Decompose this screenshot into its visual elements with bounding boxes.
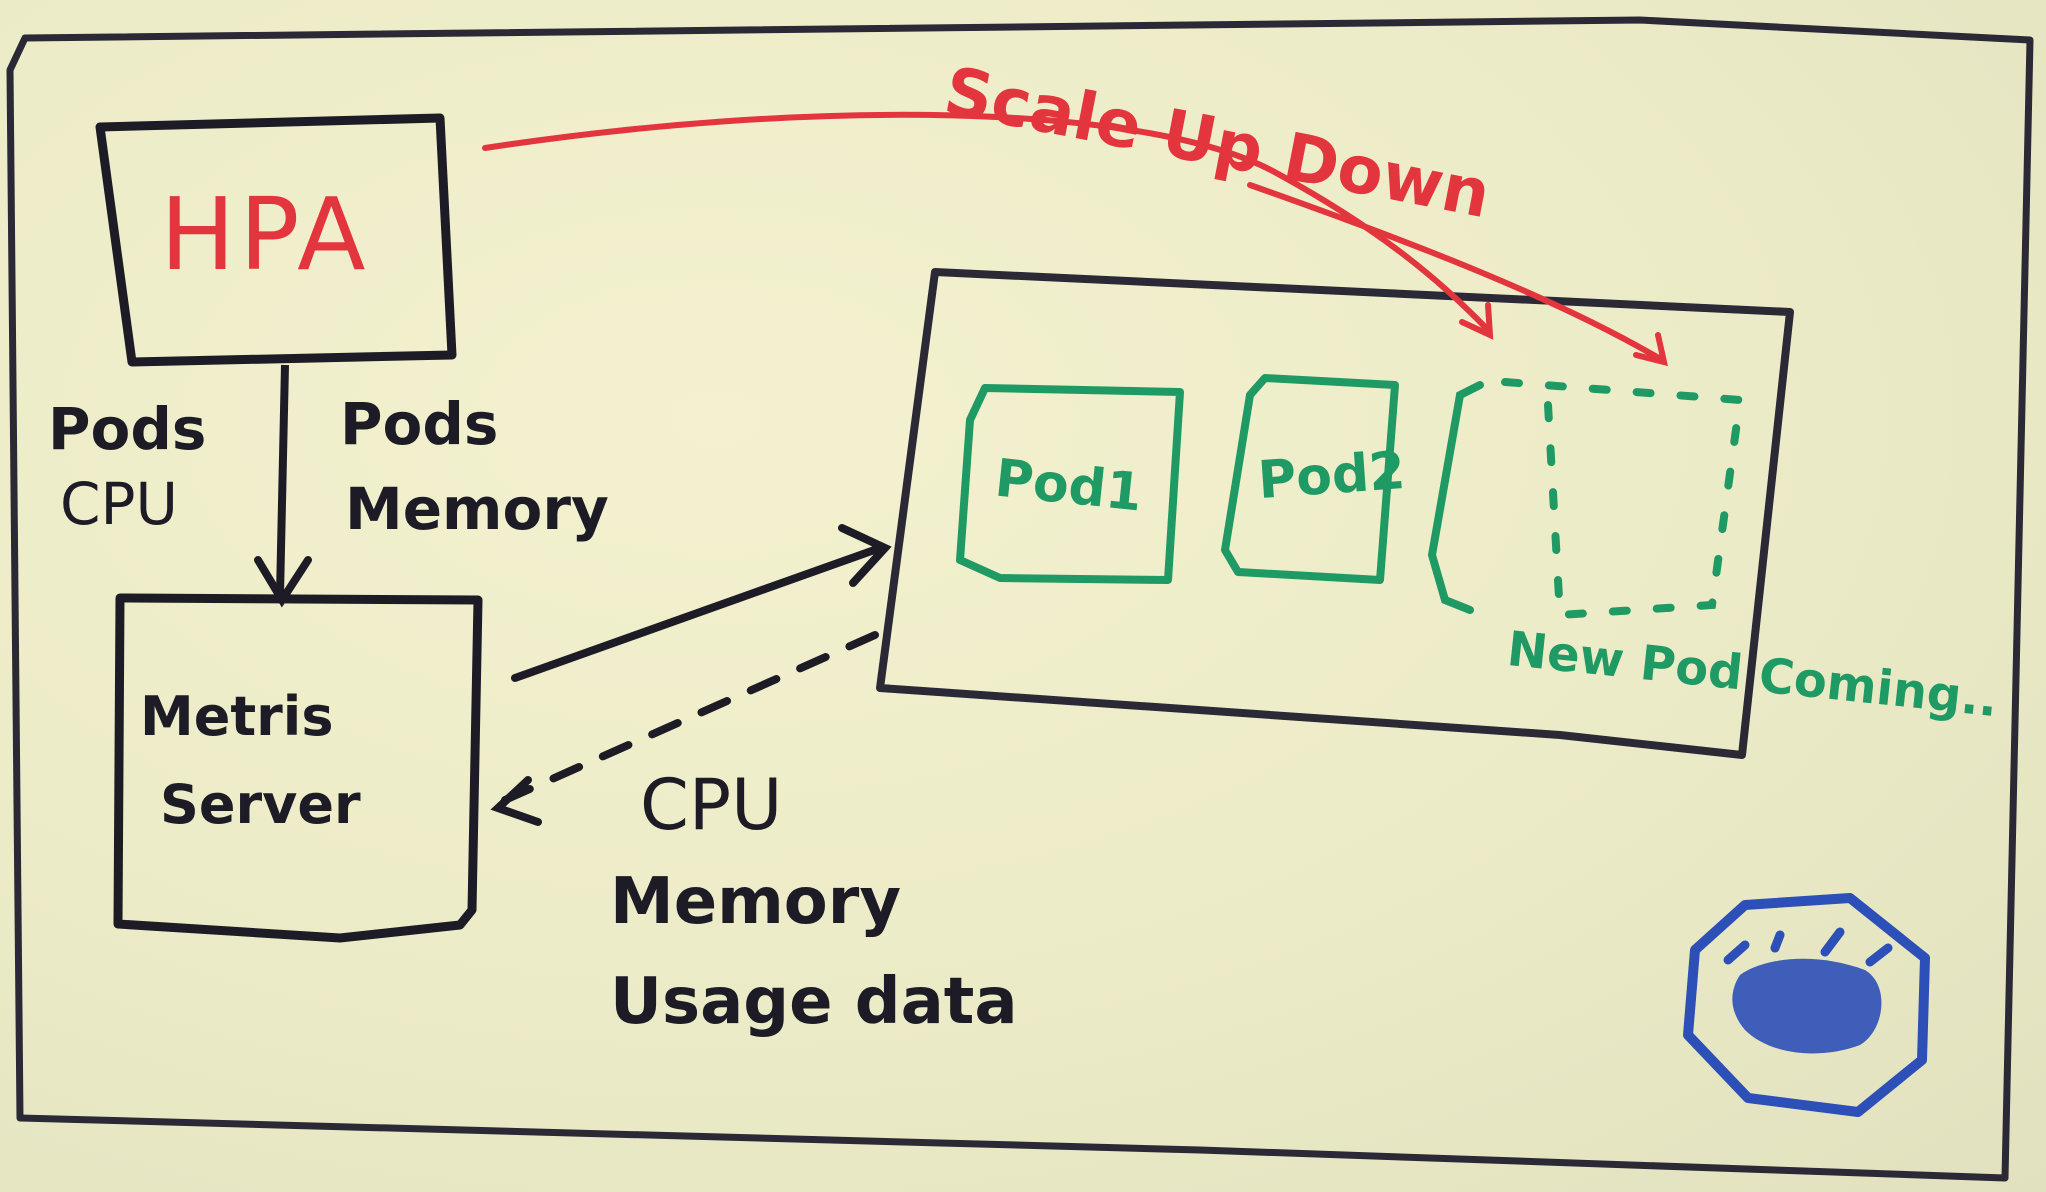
- scale-arrowhead-1: [1459, 302, 1494, 340]
- metrics-label-line1: Metris: [140, 685, 334, 748]
- pods-cpu-label-line2: CPU: [60, 470, 178, 538]
- scale-arrowhead-2: [1633, 332, 1668, 367]
- pod1-box: [956, 384, 1184, 584]
- scale-arrow-main: [482, 111, 1491, 333]
- hpa-box: [95, 113, 457, 367]
- hpa-to-metrics-arrow: [276, 364, 289, 596]
- usage-label-line2: Memory: [610, 865, 902, 939]
- usage-label-line1: CPU: [640, 764, 783, 846]
- pods-memory-label-line1: Pods: [340, 390, 499, 458]
- scale-arrow-branch: [1247, 182, 1665, 363]
- metrics-to-cluster-arrowhead: [838, 524, 892, 587]
- cluster-box: [876, 268, 1794, 759]
- pod1-label: Pod1: [992, 448, 1145, 524]
- hpa-label: HPA: [160, 176, 370, 293]
- pods-cpu-label-line1: Pods: [48, 395, 207, 463]
- kubernetes-helm-icon: [1683, 893, 1930, 1117]
- pods-memory-label-line2: Memory: [345, 475, 609, 543]
- usage-data-dashed-arrow: [501, 631, 879, 804]
- usage-label-line3: Usage data: [610, 965, 1018, 1039]
- pod2-box: [1221, 374, 1399, 584]
- metrics-to-cluster-arrow: [511, 544, 884, 682]
- outer-frame: [6, 16, 2034, 1182]
- usage-data-arrowhead: [490, 776, 542, 826]
- pod2-label: Pod2: [1256, 440, 1408, 512]
- metrics-server-box: [113, 593, 483, 943]
- new-pod-dashed-box: [1501, 378, 1745, 620]
- new-pod-bracket: [1427, 381, 1484, 614]
- metrics-label-line2: Server: [160, 773, 361, 836]
